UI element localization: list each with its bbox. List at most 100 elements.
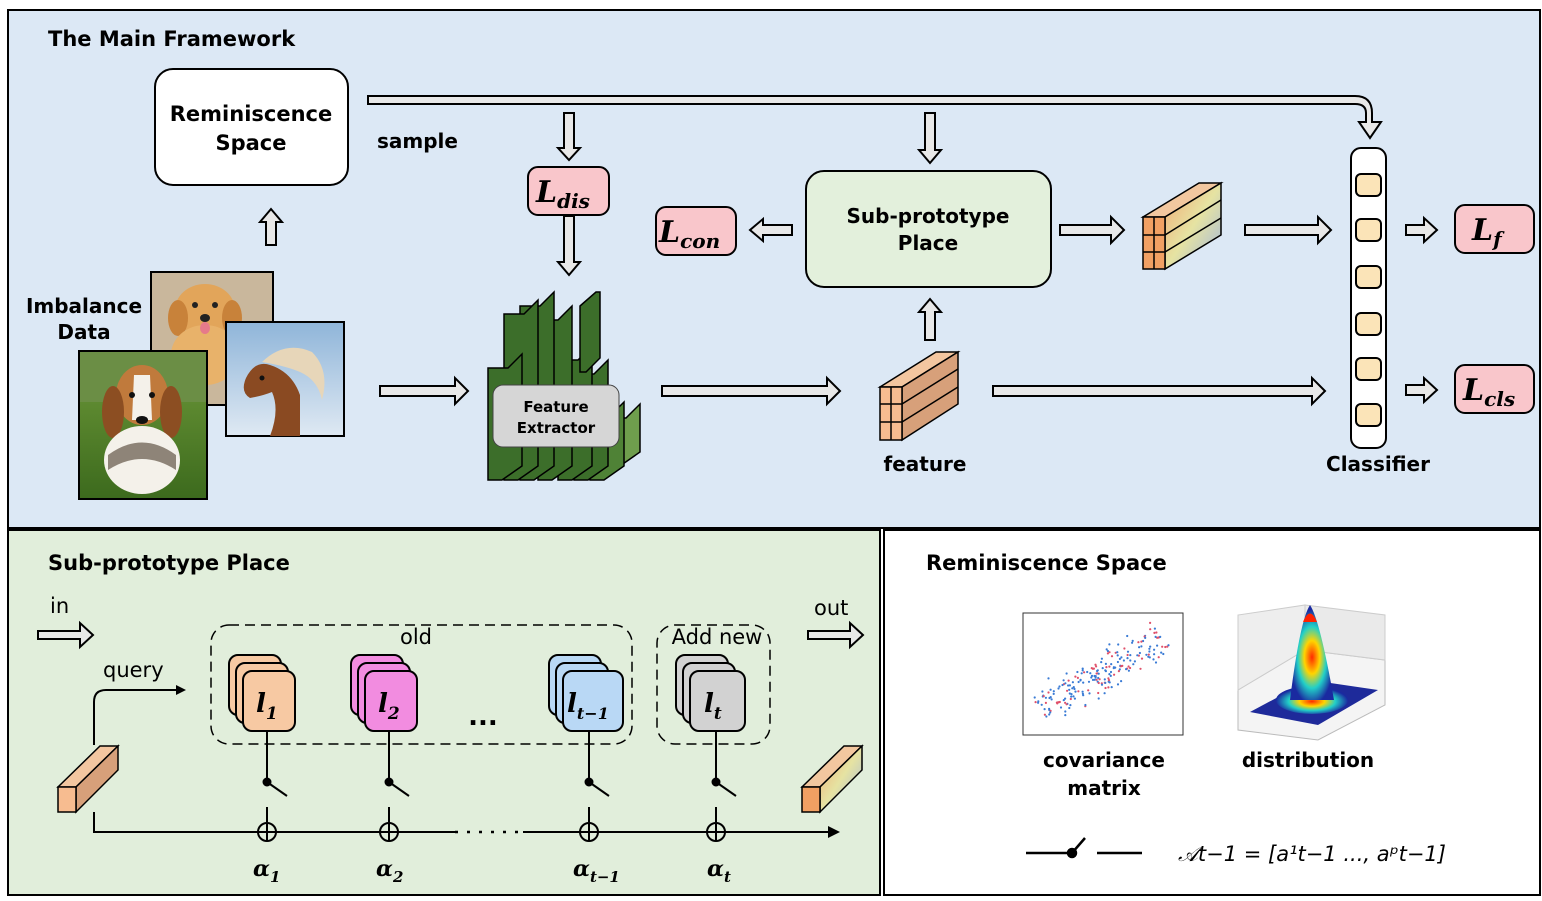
- prototype-lt-1: [548, 654, 624, 732]
- enhanced-feature-cube: [1140, 181, 1224, 271]
- scatter-point: [1034, 701, 1037, 704]
- scatter-point: [1159, 635, 1162, 639]
- scatter-point: [1154, 661, 1158, 664]
- scatter-point: [1149, 645, 1152, 648]
- scatter-point: [1090, 674, 1094, 678]
- scatter-point: [1122, 659, 1125, 662]
- scatter-point: [1129, 666, 1132, 670]
- scatter-point: [1108, 643, 1111, 646]
- out-arrow: [807, 620, 865, 650]
- scatter-point: [1110, 655, 1114, 658]
- scatter-point: [1108, 681, 1111, 684]
- scatter-point: [1118, 668, 1121, 671]
- horse-image: [225, 321, 345, 437]
- scatter-point: [1162, 652, 1165, 656]
- feature-extractor-line2: Extractor: [517, 419, 596, 437]
- scatter-point: [1082, 681, 1085, 684]
- scatter-point: [1048, 696, 1051, 700]
- scatter-point: [1095, 665, 1098, 668]
- beagle-image: [78, 350, 208, 500]
- scatter-point: [1121, 664, 1124, 668]
- scatter-point: [1120, 656, 1123, 659]
- scatter-point: [1131, 639, 1134, 643]
- scatter-point: [1118, 657, 1121, 661]
- arrow-to-feature: [661, 375, 842, 407]
- scatter-point: [1106, 649, 1109, 653]
- scatter-point: [1083, 671, 1086, 674]
- scatter-point: [1117, 643, 1120, 646]
- reminiscence-space-line2: Space: [215, 131, 286, 155]
- scatter-point: [1086, 670, 1089, 674]
- scatter-point: [1139, 667, 1142, 670]
- scatter-point: [1132, 663, 1135, 666]
- scatter-point: [1064, 710, 1067, 713]
- scatter-point: [1072, 695, 1075, 698]
- scatter-point: [1149, 628, 1152, 631]
- covariance-label-line2: matrix: [1067, 776, 1141, 800]
- scatter-point: [1133, 660, 1136, 663]
- scatter-point: [1157, 656, 1160, 659]
- scatter-point: [1167, 644, 1170, 647]
- scatter-point: [1069, 704, 1072, 707]
- scatter-point: [1109, 670, 1113, 674]
- query-line: [93, 689, 178, 745]
- scatter-point: [1107, 677, 1110, 680]
- scatter-point: [1070, 693, 1073, 696]
- feature-label: feature: [884, 452, 967, 476]
- scatter-point: [1033, 696, 1036, 699]
- loss-cls-box: [1454, 364, 1535, 414]
- scatter-point: [1090, 667, 1093, 670]
- scatter-point: [1042, 695, 1045, 698]
- scatter-point: [1093, 678, 1096, 681]
- scatter-point: [1152, 658, 1155, 661]
- old-label: old: [400, 625, 432, 649]
- scatter-point: [1059, 706, 1063, 709]
- arrow-to-extractor: [379, 375, 470, 407]
- arrow-up-reminiscence: [257, 207, 285, 246]
- input-query-cube: [56, 744, 120, 814]
- scatter-point: [1093, 674, 1096, 678]
- scatter-point: [1127, 665, 1130, 668]
- scatter-point: [1072, 686, 1075, 689]
- scatter-point: [1050, 698, 1053, 701]
- switch-legend-icon: [1026, 837, 1142, 859]
- arrow-up-subproto: [916, 297, 944, 341]
- classifier-label: Classifier: [1326, 452, 1430, 476]
- classifier: [1350, 147, 1387, 449]
- scatter-point: [1156, 644, 1159, 647]
- scatter-point: [1049, 711, 1052, 714]
- sub-prototype-line2: Place: [898, 231, 958, 255]
- scatter-point: [1110, 686, 1113, 689]
- scatter-point: [1097, 697, 1100, 700]
- scatter-point: [1068, 684, 1071, 687]
- in-label: in: [50, 594, 69, 618]
- scatter-point: [1123, 647, 1126, 650]
- scatter-point: [1147, 653, 1150, 656]
- prototype-l1-label: l1: [256, 689, 278, 724]
- scatter-point: [1087, 680, 1091, 683]
- loss-f-label: Lf: [1471, 213, 1505, 251]
- prototype-l1: [228, 654, 296, 732]
- loss-con-box: [655, 206, 737, 256]
- scatter-point: [1097, 691, 1100, 695]
- scatter-point: [1100, 657, 1103, 660]
- imbalance-data-line1: Imbalance: [26, 294, 142, 318]
- arrow-down-ldis: [555, 112, 583, 162]
- scatter-point: [1065, 703, 1068, 706]
- arrow-down-extractor: [555, 215, 583, 277]
- switch-t: [706, 731, 737, 842]
- scatter-point: [1136, 654, 1139, 657]
- scatter-point: [1089, 672, 1092, 675]
- feature-extractor: Feature Extractor: [487, 290, 641, 481]
- arrow-to-lcls: [1405, 375, 1439, 405]
- scatter-point: [1104, 686, 1107, 690]
- scatter-point: [1068, 692, 1071, 695]
- query-label: query: [103, 658, 164, 682]
- scatter-point: [1040, 703, 1043, 706]
- scatter-point: [1131, 641, 1134, 644]
- scatter-point: [1069, 697, 1072, 701]
- scatter-point: [1058, 685, 1061, 688]
- scatter-point: [1047, 677, 1050, 680]
- arrow-to-lcon: [748, 216, 793, 244]
